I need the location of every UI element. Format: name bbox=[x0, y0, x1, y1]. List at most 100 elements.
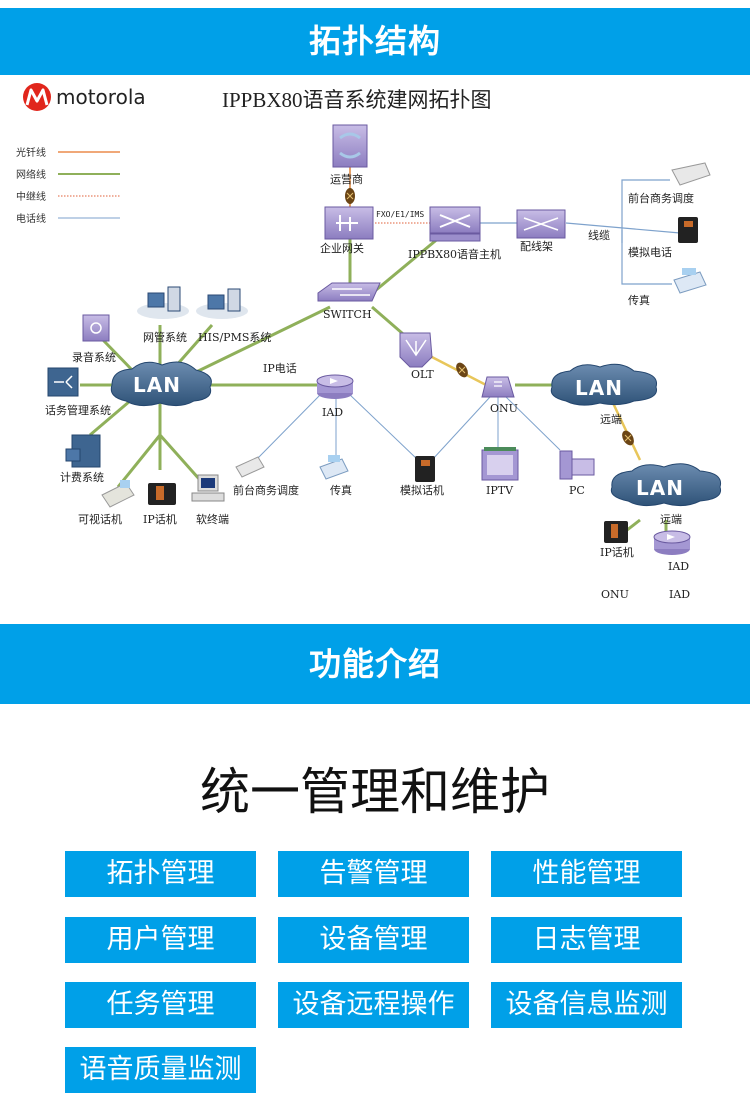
feature-button-device-monitor[interactable]: 设备信息监测 bbox=[491, 982, 682, 1028]
desk-phone-icon bbox=[671, 162, 711, 186]
fax-icon bbox=[673, 271, 707, 294]
fax-node[interactable]: 传真 bbox=[628, 268, 707, 307]
fax-bottom-node[interactable]: 传真 bbox=[319, 455, 352, 497]
footer-iad-label: IAD bbox=[669, 588, 690, 601]
brand-name: motorola bbox=[56, 85, 146, 109]
switch-label: SWITCH bbox=[323, 308, 372, 321]
front-desk-phone-bottom-node[interactable]: 前台商务调度 bbox=[233, 456, 299, 497]
ip-phone-label: IP话机 bbox=[143, 512, 177, 526]
his-pms-node[interactable]: HIS/PMS系统 bbox=[196, 288, 271, 344]
topology-section-banner: 拓扑结构 bbox=[0, 8, 750, 75]
feature-button-performance[interactable]: 性能管理 bbox=[491, 851, 682, 897]
remote2-label: 远端 bbox=[660, 513, 682, 526]
iptv-label: IPTV bbox=[486, 484, 514, 497]
fiber-connector-icon bbox=[345, 188, 355, 204]
legend-label-phone: 电话线 bbox=[16, 212, 46, 225]
analog-phone-node[interactable]: 模拟电话 bbox=[628, 217, 698, 259]
feature-button-user[interactable]: 用户管理 bbox=[65, 917, 256, 963]
server-icon bbox=[207, 294, 225, 310]
phone-link bbox=[431, 396, 491, 461]
his-pms-label: HIS/PMS系统 bbox=[198, 331, 271, 344]
legend: 光钎线 网络线 中继线 电话线 bbox=[16, 146, 120, 225]
remote-iad-node[interactable]: IAD bbox=[653, 530, 691, 573]
remote-iad-label: IAD bbox=[668, 560, 689, 573]
pc-node[interactable]: PC bbox=[559, 450, 595, 497]
carrier-icon bbox=[332, 124, 368, 168]
desk-phone-icon bbox=[235, 456, 265, 478]
diagram-title: IPPBX80语音系统建网拓扑图 bbox=[222, 88, 492, 112]
motorola-logo: motorola bbox=[23, 83, 146, 111]
traffic-mgmt-node[interactable]: 话务管理系统 bbox=[45, 367, 111, 417]
network-link bbox=[101, 338, 137, 375]
lan-main-node[interactable]: LAN bbox=[110, 361, 212, 407]
ip-phone-node[interactable]: IP话机 bbox=[143, 483, 177, 526]
lan-cloud-icon bbox=[550, 363, 658, 406]
carrier-label: 运营商 bbox=[330, 172, 363, 186]
olt-label: OLT bbox=[411, 368, 434, 381]
feature-button-remote-op[interactable]: 设备远程操作 bbox=[278, 982, 469, 1028]
server-icon bbox=[147, 292, 165, 308]
patch-panel-label: 配线架 bbox=[520, 239, 553, 253]
legend-label-network: 网络线 bbox=[16, 168, 46, 181]
patch-panel-node[interactable]: 配线架 bbox=[516, 209, 566, 253]
feature-button-topology[interactable]: 拓扑管理 bbox=[65, 851, 256, 897]
gateway-node[interactable]: 企业网关 bbox=[320, 206, 374, 255]
softphone-node[interactable]: 软终端 bbox=[191, 474, 229, 526]
legend-label-trunk: 中继线 bbox=[16, 190, 46, 203]
ip-phone-link-label: IP电话 bbox=[263, 362, 297, 375]
pc-icon bbox=[559, 450, 573, 480]
features-section-banner: 功能介绍 bbox=[0, 624, 750, 704]
phone-link bbox=[347, 392, 419, 461]
legend-label-fiber: 光钎线 bbox=[16, 146, 46, 159]
nms-node[interactable]: 网管系统 bbox=[137, 286, 189, 344]
fax-label: 传真 bbox=[628, 293, 650, 307]
softphone-label: 软终端 bbox=[196, 512, 229, 526]
iptv-node[interactable]: IPTV bbox=[481, 447, 519, 497]
network-link bbox=[89, 399, 131, 437]
billing-label: 计费系统 bbox=[60, 471, 104, 484]
billing-node[interactable]: 计费系统 bbox=[60, 434, 104, 484]
front-desk-phone-node[interactable]: 前台商务调度 bbox=[628, 162, 711, 205]
phone-link bbox=[621, 179, 670, 243]
lan-remote1-label: LAN bbox=[575, 376, 623, 400]
phone-link bbox=[621, 230, 672, 285]
video-phone-node[interactable]: 可视话机 bbox=[78, 480, 135, 526]
video-phone-icon bbox=[101, 482, 135, 508]
lan-remote2-node[interactable]: LAN 远端 bbox=[610, 463, 722, 526]
ippbx-label: IPPBX80语音主机 bbox=[408, 247, 501, 261]
switch-node[interactable]: SWITCH bbox=[317, 282, 381, 321]
analog-phone-icon bbox=[678, 217, 698, 243]
network-link bbox=[158, 434, 202, 481]
remote-ip-phone-node[interactable]: IP话机 bbox=[600, 521, 634, 559]
feature-button-device[interactable]: 设备管理 bbox=[278, 917, 469, 963]
feature-button-alarm[interactable]: 告警管理 bbox=[278, 851, 469, 897]
cable-label: 线缆 bbox=[588, 228, 610, 242]
traffic-mgmt-label: 话务管理系统 bbox=[45, 403, 111, 417]
ippbx-node[interactable]: IPPBX80语音主机 bbox=[408, 206, 501, 261]
gateway-label: 企业网关 bbox=[320, 241, 364, 255]
olt-node[interactable]: OLT bbox=[399, 332, 434, 381]
network-link bbox=[369, 235, 441, 297]
feature-button-voice-quality[interactable]: 语音质量监测 bbox=[65, 1047, 256, 1093]
switch-icon bbox=[317, 282, 381, 302]
phone-link bbox=[565, 222, 681, 234]
features-heading: 统一管理和维护 bbox=[200, 763, 550, 821]
feature-button-log[interactable]: 日志管理 bbox=[491, 917, 682, 963]
topology-section-title: 拓扑结构 bbox=[308, 22, 441, 60]
pc-label: PC bbox=[569, 484, 585, 497]
footer-onu-label: ONU bbox=[601, 588, 629, 601]
feature-button-task[interactable]: 任务管理 bbox=[65, 982, 256, 1028]
iad-node[interactable]: IAD bbox=[316, 374, 354, 419]
phone-link bbox=[505, 396, 561, 451]
lan-remote1-node[interactable]: LAN 远端 bbox=[550, 363, 658, 426]
recording-node[interactable]: 录音系统 bbox=[72, 314, 116, 364]
carrier-node[interactable]: 运营商 bbox=[330, 124, 368, 186]
onu-node[interactable]: ONU bbox=[481, 376, 518, 415]
recording-icon bbox=[82, 314, 110, 342]
nms-label: 网管系统 bbox=[143, 330, 187, 344]
analog-phone-label: 模拟电话 bbox=[628, 245, 672, 259]
analog-phone-bottom-node[interactable]: 模拟话机 bbox=[400, 456, 444, 497]
front-desk-label: 前台商务调度 bbox=[628, 191, 694, 205]
network-link bbox=[189, 305, 331, 377]
lan-remote2-label: LAN bbox=[636, 476, 684, 500]
